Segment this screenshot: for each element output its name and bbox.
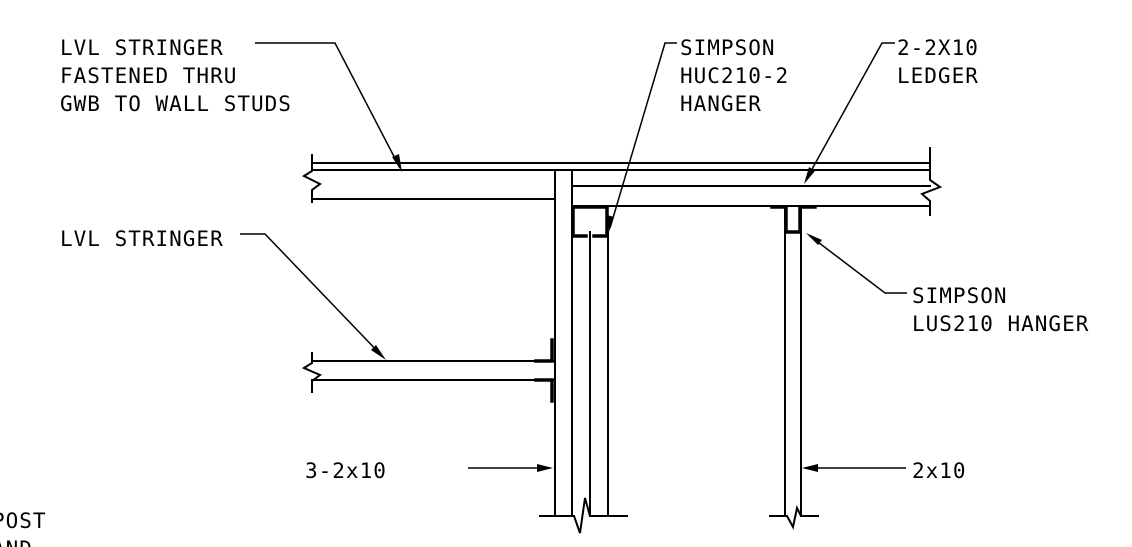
lvl-stringer-bottom-member <box>301 338 556 403</box>
label-line: HUC210-2 <box>680 64 789 88</box>
break-line-icon <box>769 504 819 530</box>
leader-lvl-stringer-bottom <box>240 233 386 360</box>
break-line-icon <box>920 169 943 216</box>
label-lvl-stringer-fastened: LVL STRINGER FASTENED THRU GWB TO WALL S… <box>60 36 292 116</box>
post-3-2x10 <box>539 169 628 534</box>
leader-simpson-huc <box>607 42 677 232</box>
joist-2x10 <box>769 205 819 530</box>
break-line-icon <box>301 352 322 393</box>
dimension-label-right: 2x10 <box>912 459 967 483</box>
arrowhead-icon <box>371 345 386 360</box>
break-line-icon <box>301 154 322 203</box>
label-line: AND <box>0 537 33 547</box>
arrowhead-icon <box>804 167 815 184</box>
label-line: LUS210 HANGER <box>912 312 1089 336</box>
label-line: FASTENED THRU <box>60 64 237 88</box>
label-lvl-stringer: LVL STRINGER <box>60 227 224 251</box>
label-line: LVL STRINGER <box>60 36 224 60</box>
dimension-arrow-right <box>802 464 906 472</box>
label-simpson-lus210: SIMPSON LUS210 HANGER <box>912 284 1089 336</box>
label-cutoff: POST AND <box>0 509 47 547</box>
label-line: 2-2X10 <box>897 36 979 60</box>
label-line: POST <box>0 509 47 533</box>
label-ledger: 2-2X10 LEDGER <box>897 36 979 88</box>
leader-simpson-lus <box>806 233 907 294</box>
label-line: GWB TO WALL STUDS <box>60 92 292 116</box>
ledger-member <box>571 169 943 216</box>
break-line-icon <box>539 497 628 534</box>
label-simpson-huc210: SIMPSON HUC210-2 HANGER <box>680 36 789 116</box>
dimension-arrow-left <box>468 464 553 472</box>
label-line: SIMPSON <box>912 284 1008 308</box>
label-line: SIMPSON <box>680 36 776 60</box>
dimension-label-left: 3-2x10 <box>305 459 387 483</box>
huc210-hanger <box>571 205 609 238</box>
label-line: LVL STRINGER <box>60 227 224 251</box>
lvl-stringer-top-member <box>301 147 931 203</box>
arrowhead-icon <box>802 464 818 472</box>
arrowhead-icon <box>537 464 553 472</box>
arrowhead-icon <box>806 233 822 245</box>
label-line: HANGER <box>680 92 762 116</box>
label-line: LEDGER <box>897 64 979 88</box>
lus210-hanger <box>770 205 817 234</box>
leader-ledger <box>804 42 895 184</box>
